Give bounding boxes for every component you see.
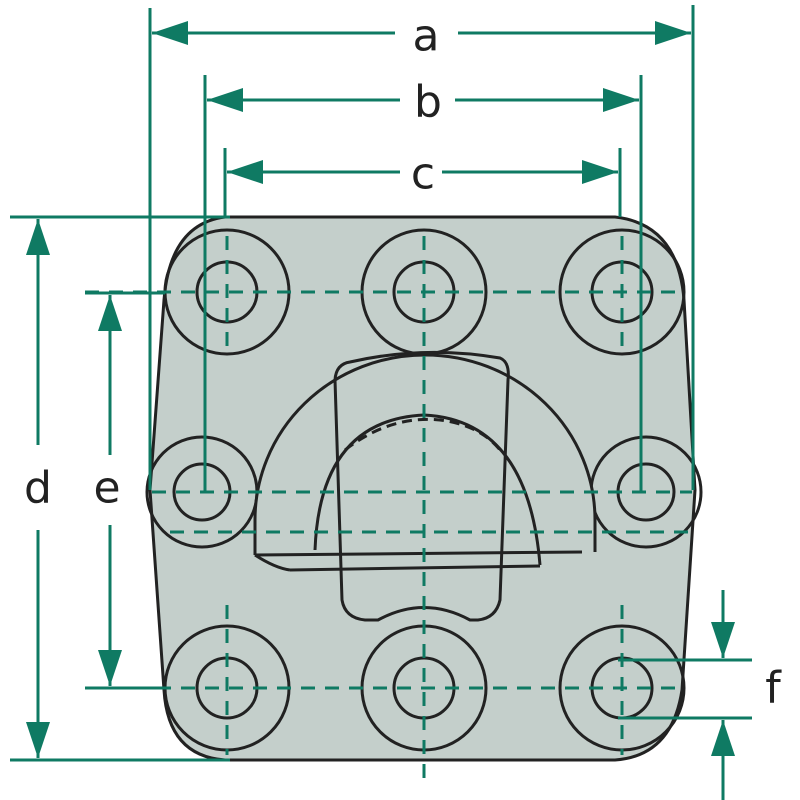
center-lines [85,236,692,780]
dimension-lines [10,5,752,800]
dimension-label-c: c [411,149,435,200]
dimension-label-d: d [24,463,52,514]
dimension-label-b: b [414,77,442,128]
dimension-label-e: e [93,463,120,514]
dimension-label-f: f [765,663,782,714]
dimension-label-a: a [413,11,440,62]
